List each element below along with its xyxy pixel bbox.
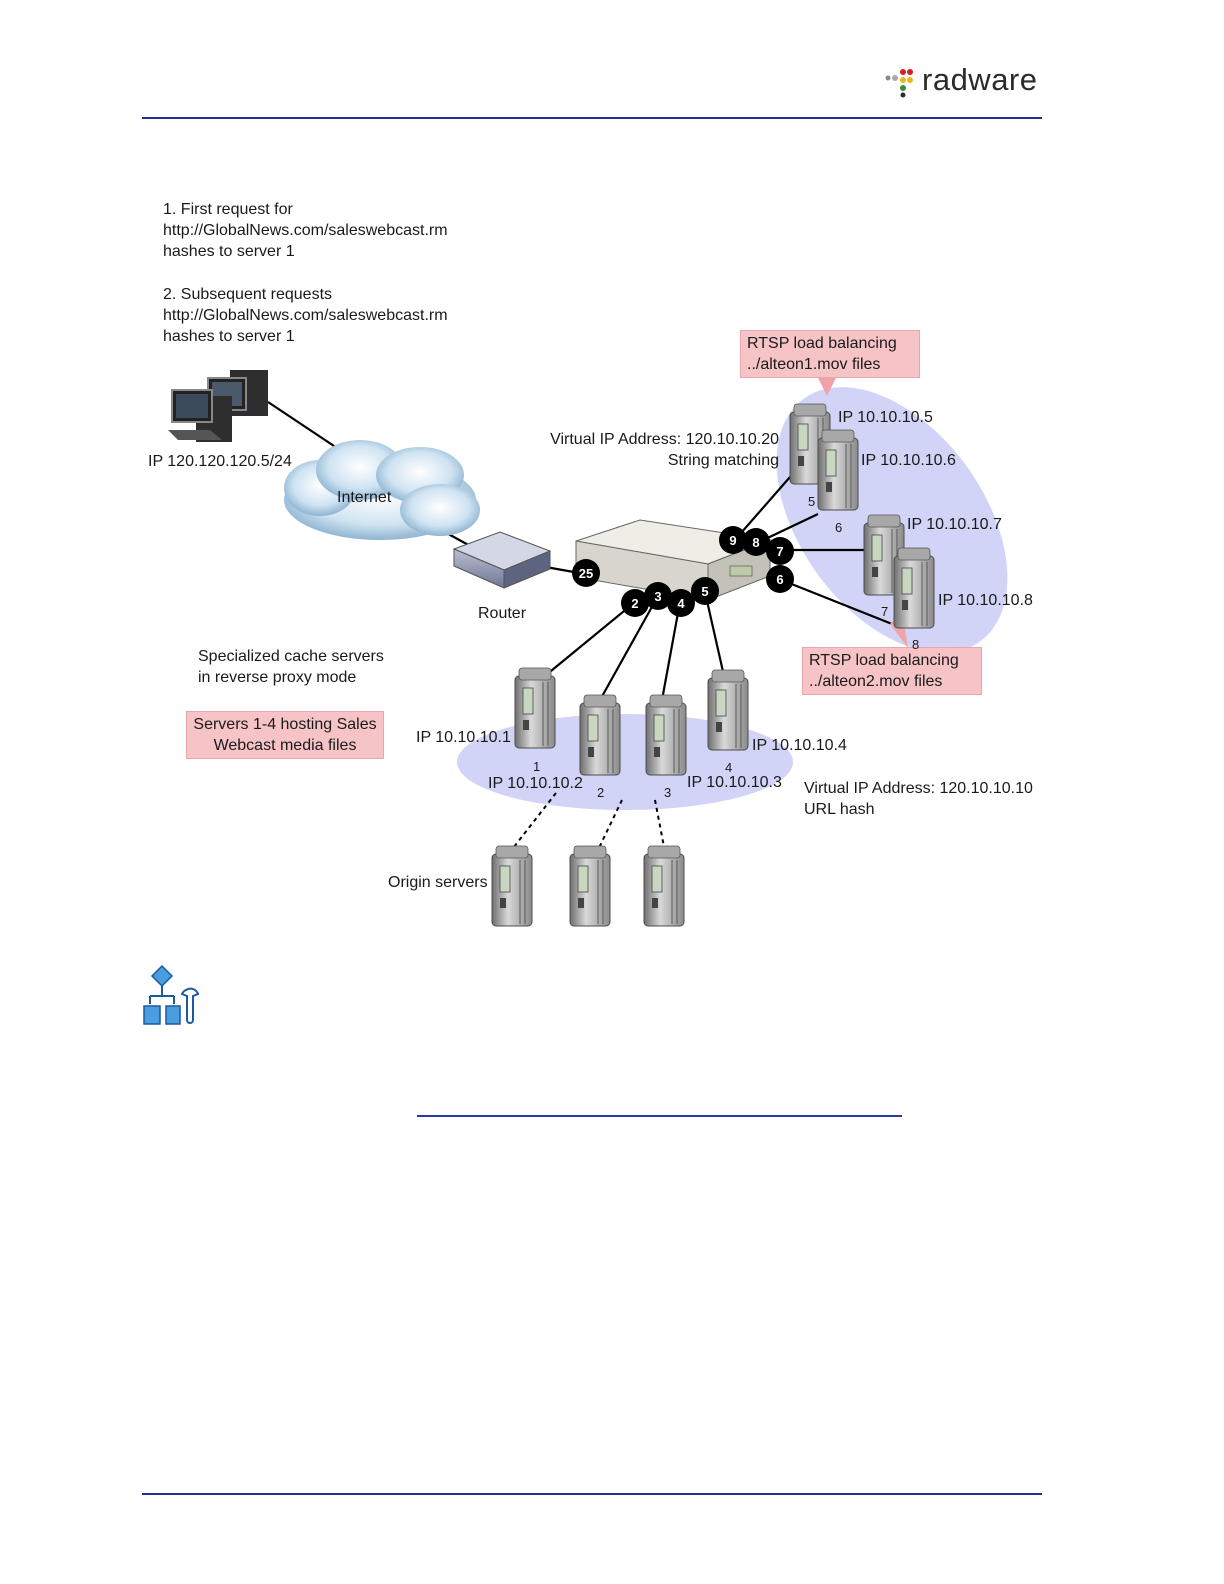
server-2-icon: [579, 694, 621, 776]
rtsp-alteon2-box: RTSP load balancing ../alteon2.mov files: [802, 647, 982, 695]
vip-string-matching: Virtual IP Address: 120.10.10.20 String …: [550, 431, 779, 469]
port-2: [621, 589, 649, 617]
ip-server-1: IP 10.10.10.1: [416, 729, 511, 746]
rtsp1-pointer: [818, 378, 836, 396]
port-label-7: 7: [776, 544, 783, 559]
port-8: [742, 528, 770, 556]
internet-label: Internet: [337, 489, 392, 506]
origin-server-2-icon: [569, 845, 611, 927]
client-ip: IP 120.120.120.5/24: [148, 453, 292, 470]
port-label-3: 3: [654, 589, 661, 604]
port-7: [766, 537, 794, 565]
port-3: [644, 582, 672, 610]
server-number-7: 7: [881, 604, 889, 619]
port-label-4: 4: [677, 596, 685, 611]
server-1-icon: [514, 667, 556, 749]
port-6: [766, 565, 794, 593]
ip-server-6: IP 10.10.10.6: [861, 452, 956, 469]
configuration-icon: [143, 964, 200, 1025]
ip-server-8: IP 10.10.10.8: [938, 592, 1033, 609]
logo-text: radware: [922, 62, 1038, 97]
cache-servers-note: Specialized cache servers in reverse pro…: [198, 648, 384, 686]
server-number-1: 1: [533, 759, 541, 774]
port-label-5: 5: [701, 584, 708, 599]
server-4-icon: [707, 669, 749, 751]
server-number-4: 4: [725, 760, 733, 775]
router-icon: [452, 531, 552, 589]
server-number-5: 5: [808, 494, 816, 509]
ip-server-5: IP 10.10.10.5: [838, 409, 933, 426]
origin-server-3-icon: [643, 845, 685, 927]
port-label-9: 9: [729, 533, 736, 548]
router-label: Router: [478, 605, 527, 622]
internet-cloud-icon: [284, 440, 480, 540]
footer-rule: [142, 1493, 1042, 1495]
port-5: [691, 577, 719, 605]
ip-server-4: IP 10.10.10.4: [752, 737, 847, 754]
port-circles: [572, 526, 794, 617]
ip-server-3: IP 10.10.10.3: [687, 774, 782, 791]
ip-server-2: IP 10.10.10.2: [488, 775, 583, 792]
port-9: [719, 526, 747, 554]
radware-logo: radware: [884, 62, 1044, 100]
rtsp-alteon1-box: RTSP load balancing ../alteon1.mov files: [740, 330, 920, 378]
servers-1-4-box: Servers 1-4 hosting Sales Webcast media …: [186, 711, 384, 759]
server-6-icon: [817, 429, 859, 511]
ip-server-7: IP 10.10.10.7: [907, 516, 1002, 533]
vip-url-hash: Virtual IP Address: 120.10.10.10 URL has…: [804, 780, 1033, 818]
server-3-icon: [645, 694, 687, 776]
header-rule: [142, 117, 1042, 119]
radware-logo-icon: [885, 69, 913, 98]
server-number-3: 3: [664, 785, 672, 800]
origin-servers-label: Origin servers: [388, 874, 488, 891]
origin-server-1-icon: [491, 845, 533, 927]
server-8-icon: [893, 547, 935, 629]
port-label-2: 2: [631, 596, 638, 611]
first-request-note: 1. First request for http://GlobalNews.c…: [163, 201, 448, 260]
port-label-6: 6: [776, 572, 783, 587]
server-number-6: 6: [835, 520, 843, 535]
link-underline: [417, 1115, 902, 1117]
port-label-25: 25: [579, 566, 593, 581]
client-computers-icon: [168, 370, 268, 442]
alteon-switch-icon: [575, 519, 772, 601]
subsequent-request-note: 2. Subsequent requests http://GlobalNews…: [163, 286, 448, 345]
server-number-8: 8: [912, 637, 920, 652]
port-25: [572, 559, 600, 587]
server-number-2: 2: [597, 785, 605, 800]
port-label-8: 8: [752, 535, 759, 550]
port-4: [667, 589, 695, 617]
